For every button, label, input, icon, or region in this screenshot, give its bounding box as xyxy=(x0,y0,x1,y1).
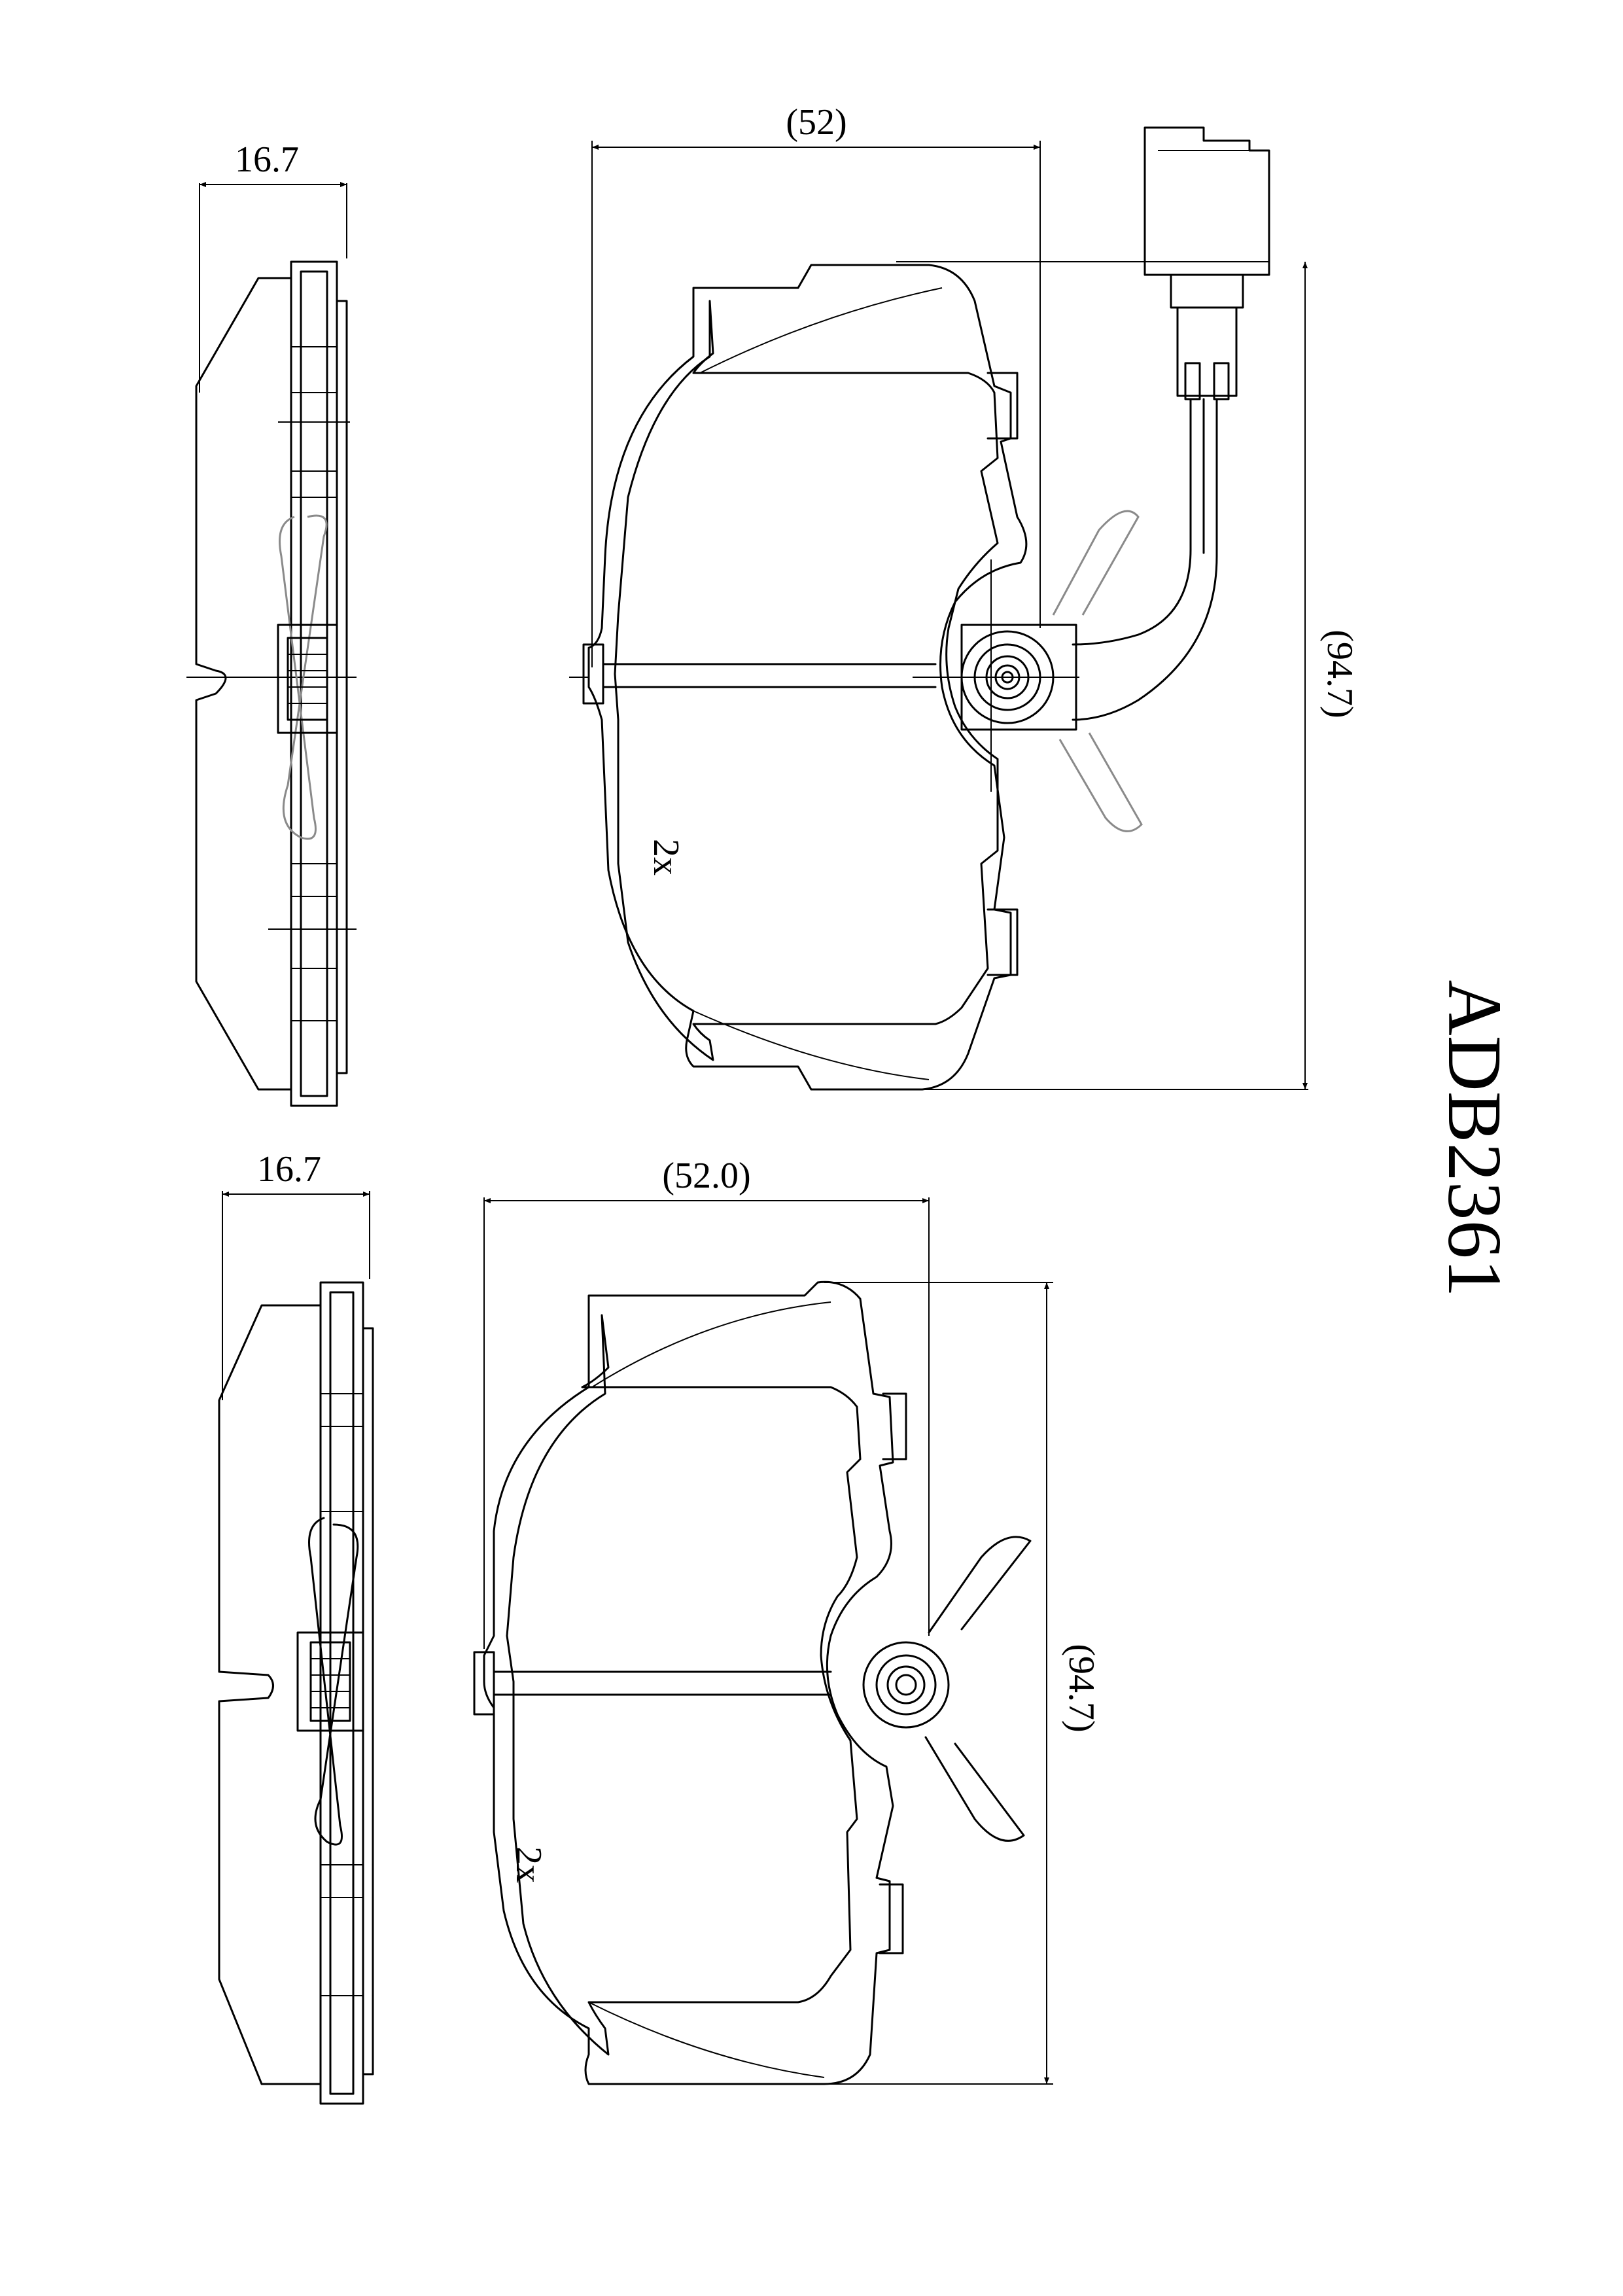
bottom-thickness-label: 16.7 xyxy=(257,1149,321,1190)
bottom-quantity-label: 2x xyxy=(508,1846,549,1883)
top-width-label: (52) xyxy=(786,102,846,143)
top-quantity-label: 2x xyxy=(646,839,686,875)
bottom-side-view xyxy=(218,1281,374,2105)
top-dimensions: 16.7 (52) (94.7) 2x xyxy=(199,102,1360,1090)
bottom-front-view xyxy=(473,1280,1032,2085)
top-thickness-label: 16.7 xyxy=(235,139,299,180)
part-number: ADB2361 xyxy=(1432,980,1518,1297)
bottom-dimensions: 16.7 (52.0) (94.7) 2x xyxy=(222,1149,1102,2085)
top-side-view xyxy=(186,260,357,1107)
top-front-view xyxy=(569,264,1143,1091)
wear-sensor xyxy=(896,126,1270,721)
bottom-width-label: (52.0) xyxy=(662,1156,750,1196)
bottom-height-label: (94.7) xyxy=(1061,1644,1102,1732)
top-height-label: (94.7) xyxy=(1319,629,1360,718)
